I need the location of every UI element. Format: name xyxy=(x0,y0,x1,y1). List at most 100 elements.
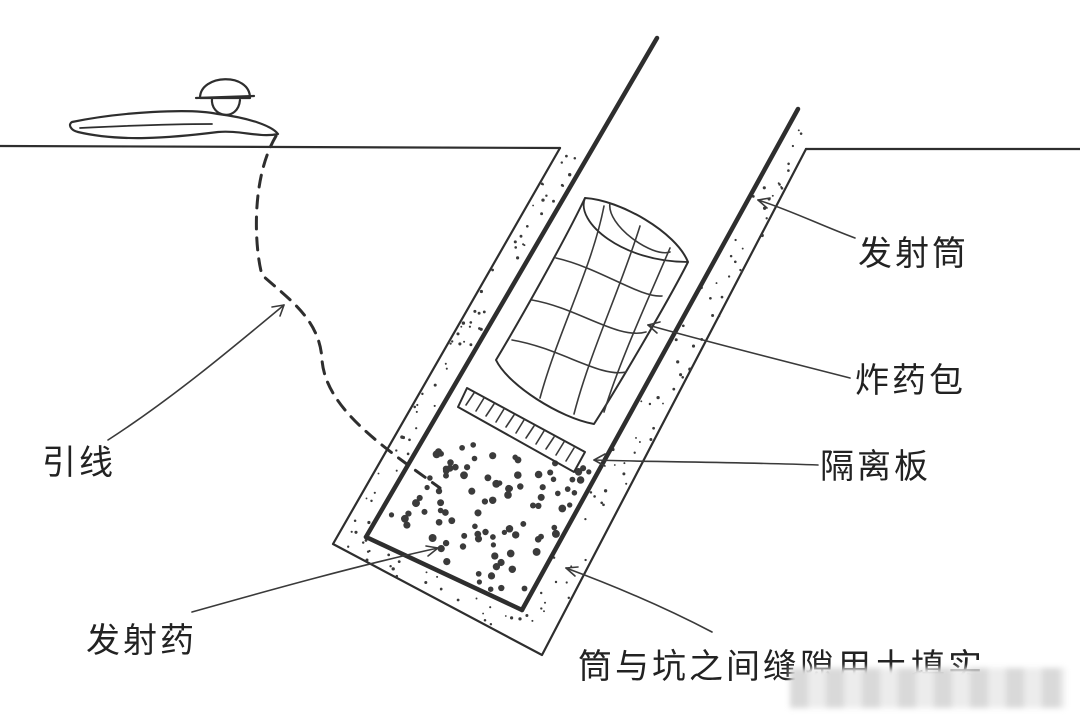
propellant-pellet xyxy=(490,534,496,540)
propellant-pellet xyxy=(534,470,543,479)
propellant-pellet xyxy=(401,514,409,523)
soil-dot xyxy=(603,489,608,493)
propellant-pellet xyxy=(412,499,420,508)
soil-dot xyxy=(541,198,545,202)
soil-dot xyxy=(401,435,406,440)
propellant-pellet xyxy=(534,535,542,543)
pit-outline xyxy=(331,146,808,657)
propellant-pellet xyxy=(487,586,494,592)
soil-dot xyxy=(445,367,448,370)
soil-dot xyxy=(711,314,715,317)
soil-dot xyxy=(554,580,558,584)
propellant-pellet xyxy=(497,558,505,567)
leader-propellant xyxy=(191,545,439,613)
propellant-pellet xyxy=(435,518,443,526)
propellant-pellet xyxy=(537,493,545,501)
label-propellant: 发射药 xyxy=(86,621,197,661)
soil-dot xyxy=(543,601,547,604)
soil-dot xyxy=(573,156,577,160)
propellant-pellet xyxy=(567,502,573,508)
soil-dot xyxy=(460,325,463,328)
soil-dot xyxy=(741,247,744,250)
soil-dot xyxy=(354,530,358,534)
soil-dot xyxy=(397,560,401,564)
soil-dot xyxy=(780,185,783,189)
propellant-pellet xyxy=(421,508,428,515)
soil-dot xyxy=(365,497,368,500)
soil-dot xyxy=(489,622,493,626)
soil-dot xyxy=(539,591,543,595)
propellant-pellet xyxy=(443,472,449,479)
soil-dot xyxy=(408,438,411,442)
soil-dot xyxy=(424,580,428,585)
propellant-pellet xyxy=(435,487,443,495)
soil-dot xyxy=(733,260,737,264)
soil-dot xyxy=(635,436,637,439)
propellant-pellet xyxy=(463,464,471,471)
soil-dot xyxy=(602,503,605,507)
soil-dot xyxy=(771,194,774,197)
soil-dot xyxy=(370,499,373,503)
soil-dot xyxy=(439,587,443,591)
propellant-pellet xyxy=(471,455,478,462)
propellant-pellet xyxy=(474,509,482,517)
propellant-pellet xyxy=(446,464,454,472)
soil-dot xyxy=(514,246,518,249)
soil-dot xyxy=(600,501,604,505)
soil-dot xyxy=(433,383,437,387)
soil-dot xyxy=(734,238,737,242)
propellant-pellet xyxy=(468,487,476,495)
soil-dot xyxy=(565,154,568,158)
propellant-pellet xyxy=(460,471,468,480)
soil-dot xyxy=(765,217,768,220)
soil-dot xyxy=(513,240,517,244)
propellant-pellet xyxy=(520,520,527,527)
soil-dot xyxy=(625,482,628,485)
soil-dot xyxy=(395,574,399,578)
propellant-pellet xyxy=(492,563,501,571)
propellant-pellet xyxy=(521,585,528,592)
soil-dot xyxy=(482,612,485,615)
soil-dot xyxy=(567,596,571,600)
propellant-pellet xyxy=(488,496,497,505)
propellant-pellet xyxy=(547,469,554,476)
soil-dot xyxy=(727,275,731,278)
soil-dot xyxy=(709,296,712,300)
label-launch-tube: 发射筒 xyxy=(858,234,969,274)
propellant-pellet xyxy=(517,483,524,490)
tube-bottom xyxy=(363,534,525,613)
propellant-pellet xyxy=(438,450,444,457)
soil-dot xyxy=(525,224,529,228)
soil-dot xyxy=(662,402,664,405)
propellant-pellet xyxy=(437,507,444,514)
soil-dot xyxy=(461,321,466,325)
launch-tube xyxy=(363,35,801,613)
soil-dot xyxy=(449,342,452,345)
propellant-pellet xyxy=(512,531,520,539)
leader-backfill xyxy=(565,566,713,633)
soil-dot xyxy=(473,309,477,313)
propellant-pellet xyxy=(405,510,412,517)
soil-dot xyxy=(676,360,680,364)
propellant-pellet xyxy=(437,499,445,507)
explosive-charge-pack xyxy=(495,197,689,425)
soil-dot xyxy=(787,162,790,166)
soil-dot xyxy=(482,310,486,314)
propellant-pellet xyxy=(475,570,482,577)
soil-dot xyxy=(791,144,795,148)
soil-dot xyxy=(479,327,483,331)
propellant-pellet xyxy=(447,459,454,466)
person-lying-with-helmet-icon xyxy=(68,78,280,140)
propellant-pellet xyxy=(427,475,433,481)
soil-dot xyxy=(540,607,543,610)
soil-dot xyxy=(489,606,492,609)
propellant-pellet xyxy=(555,490,561,497)
propellant-pellet xyxy=(574,468,583,476)
propellant-pellet xyxy=(498,584,505,592)
watermark-blur xyxy=(790,668,1065,708)
tube-right-wall xyxy=(519,106,801,613)
soil-dot xyxy=(444,362,447,365)
soil-dot xyxy=(413,405,417,409)
soil-dot xyxy=(656,395,660,400)
